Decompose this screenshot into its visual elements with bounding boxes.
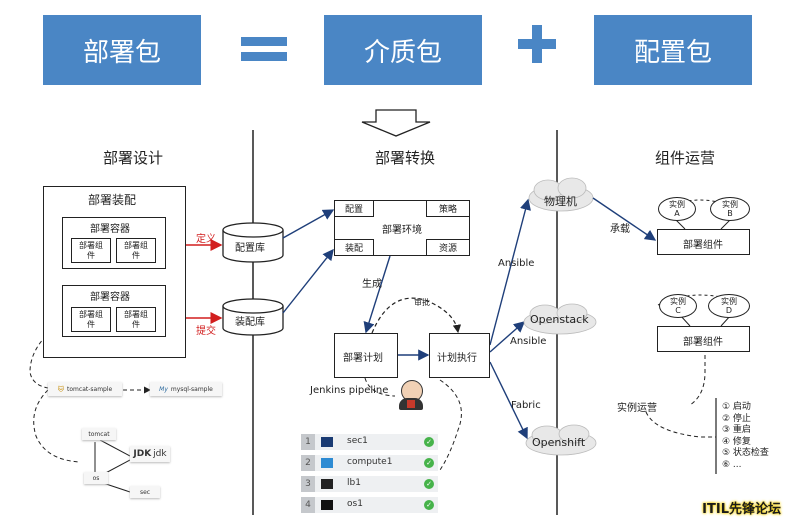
task-row-2: 2 compute1 ✓ [301, 455, 438, 471]
tree-node-os: os [84, 472, 108, 484]
component-label-2: 部署组件 [683, 337, 723, 348]
component-label-1: 部署组件 [683, 240, 723, 251]
env-config-cell: 配置 [334, 200, 374, 217]
component-cell-1a: 部署组件 [71, 238, 111, 263]
instance-oval-c: 实例 C [659, 294, 697, 318]
equals-sign-bottom [241, 52, 287, 61]
mysql-icon: My [159, 385, 168, 393]
down-arrow-shape [361, 109, 431, 137]
component-cell-2a: 部署组件 [71, 307, 111, 332]
banner-deployment-package: 部署包 [43, 15, 201, 85]
env-policy-cell: 策略 [426, 200, 470, 217]
lock-icon [321, 479, 333, 489]
section-title-design: 部署设计 [103, 149, 164, 167]
assembly-repo-label: 装配库 [235, 317, 265, 328]
security-icon [321, 437, 333, 447]
check-icon: ✓ [424, 458, 434, 468]
deployment-assembly-title: 部署装配 [88, 193, 137, 207]
plan-exec-label: 计划执行 [437, 353, 477, 364]
ops-action-item: ③ 重启 [722, 425, 751, 435]
cloud-openstack [523, 303, 597, 335]
approve-label: 审批 [414, 298, 430, 307]
deployment-plan-label: 部署计划 [343, 353, 383, 364]
submit-label: 提交 [196, 326, 216, 337]
component-box-1 [657, 229, 750, 255]
jenkins-pipeline-label: Jenkins pipeline [310, 385, 389, 396]
fabric-label: Fabric [511, 400, 541, 411]
monitor-icon [321, 458, 333, 468]
terminal-icon [321, 500, 333, 510]
generate-label: 生成 [362, 279, 382, 290]
config-repo-label: 配置库 [235, 243, 265, 254]
carry-label: 承载 [610, 224, 630, 235]
ops-action-list: ① 启动 ② 停止 ③ 重启 ④ 修复 ⑤ 状态检查 ⑥ ... [722, 402, 769, 471]
task-row-1: 1 sec1 ✓ [301, 434, 438, 450]
ops-action-item: ② 停止 [722, 413, 751, 424]
tree-node-tomcat: tomcat [82, 428, 116, 440]
env-resource-cell: 资源 [426, 239, 470, 256]
cloud-label-openshift: Openshift [532, 436, 586, 449]
cloud-label-openstack: Openstack [530, 313, 589, 326]
watermark: ITIL先锋论坛 [702, 502, 781, 517]
ops-action-item: ① 启动 [722, 402, 751, 412]
section-title-transform: 部署转换 [375, 149, 436, 167]
container-title-1: 部署容器 [90, 224, 130, 235]
config-repo-cylinder [222, 222, 284, 263]
instance-oval-a: 实例 A [658, 197, 696, 221]
container-title-2: 部署容器 [90, 292, 130, 303]
assembly-repo-cylinder [222, 298, 284, 336]
check-icon: ✓ [424, 479, 434, 489]
banner-media-package: 介质包 [324, 15, 482, 85]
tree-node-sec: sec [130, 486, 160, 498]
instance-ops-label: 实例运营 [617, 403, 657, 414]
instance-oval-d: 实例 D [708, 294, 750, 318]
cloud-physical [528, 177, 594, 212]
component-cell-1b: 部署组件 [116, 238, 156, 263]
plus-sign-v [532, 25, 542, 63]
jenkins-icon [398, 380, 424, 410]
instance-oval-b: 实例 B [710, 197, 750, 221]
define-label: 定义 [196, 234, 216, 245]
ops-action-item: ⑥ ... [722, 459, 742, 470]
check-icon: ✓ [424, 437, 434, 447]
ansible-label-2: Ansible [510, 336, 547, 347]
banner-config-package: 配置包 [594, 15, 752, 85]
cloud-label-physical: 物理机 [544, 195, 577, 208]
env-title: 部署环境 [382, 225, 422, 236]
tomcat-icon: 🐱 [57, 385, 65, 393]
component-cell-2b: 部署组件 [116, 307, 156, 332]
section-title-ops: 组件运营 [655, 149, 716, 167]
chip-tomcat-sample: 🐱tomcat-sample [48, 382, 122, 396]
task-row-4: 4 os1 ✓ [301, 497, 438, 513]
component-box-2 [657, 326, 750, 352]
check-icon: ✓ [424, 500, 434, 510]
ops-action-item: ⑤ 状态检查 [722, 448, 769, 458]
deployment-plan-box [334, 333, 398, 378]
plan-exec-box [429, 333, 490, 378]
cloud-openshift [525, 424, 597, 456]
equals-sign-top [241, 37, 287, 46]
env-assemble-cell: 装配 [334, 239, 374, 256]
task-row-3: 3 lb1 ✓ [301, 476, 438, 492]
jdk-logo: JDK [133, 449, 152, 459]
ansible-label-1: Ansible [498, 258, 535, 269]
ops-action-item: ④ 修复 [722, 436, 751, 447]
